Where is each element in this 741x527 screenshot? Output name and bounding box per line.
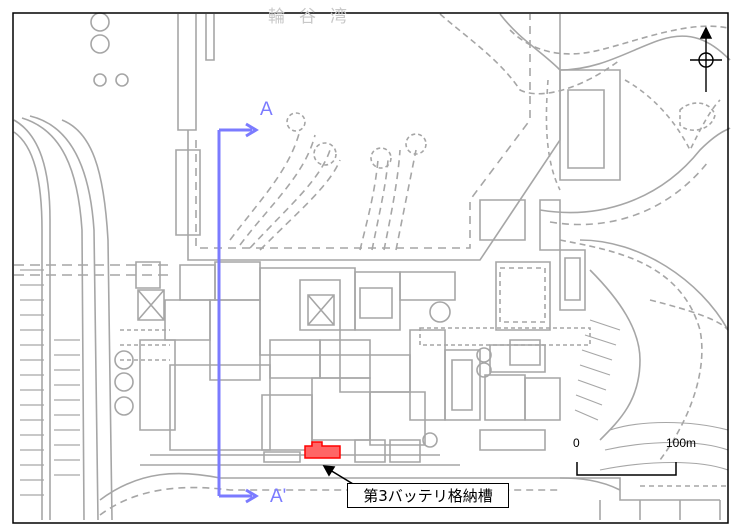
section-start-label: A: [260, 99, 273, 120]
scale-bar: [576, 462, 677, 476]
north-arrow-icon: [690, 26, 722, 92]
scale-start-label: 0: [573, 436, 580, 450]
left-road: [14, 264, 170, 276]
left-embankment-lines: [13, 115, 113, 521]
right-slope-hatching: [574, 319, 729, 471]
section-line-a: [217, 122, 259, 504]
map-border: [12, 12, 729, 524]
map-linework: [13, 12, 731, 521]
left-hatching: [20, 269, 80, 496]
section-end-label: A': [270, 486, 287, 507]
curved-piers: [229, 129, 417, 251]
bay-name-label: 輪谷湾: [268, 7, 361, 27]
scale-end-label: 100m: [666, 436, 697, 450]
facility-callout-label: 第3バッテリ格納槽: [347, 483, 509, 508]
battery-storage-tank-highlight: [304, 441, 341, 459]
